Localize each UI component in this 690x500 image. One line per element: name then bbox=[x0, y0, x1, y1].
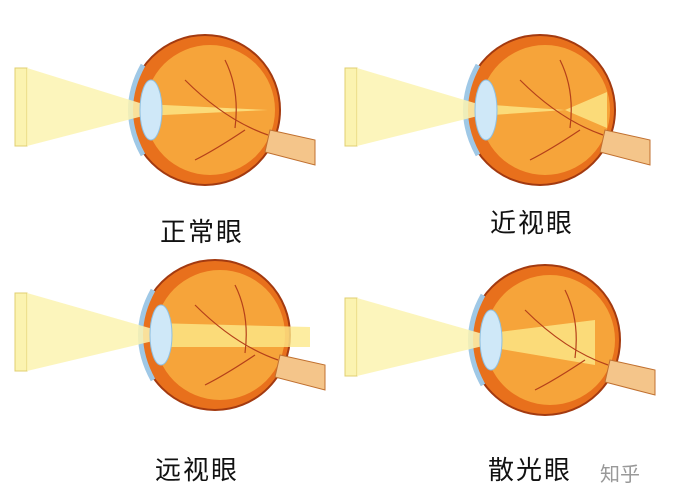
blood-vessels bbox=[194, 284, 279, 386]
light-source bbox=[14, 67, 28, 147]
light-beam bbox=[357, 68, 478, 146]
optic-nerve bbox=[599, 129, 651, 166]
light-beam bbox=[27, 293, 153, 371]
label-normal-eye: 正常眼 bbox=[160, 218, 245, 248]
label-myopia: 近视眼 bbox=[490, 209, 575, 239]
label-astigmatism: 散光眼 bbox=[488, 456, 573, 486]
blood-vessels bbox=[519, 59, 604, 161]
light-source bbox=[344, 67, 358, 147]
refracted-beam bbox=[483, 320, 595, 365]
blood-vessels bbox=[184, 59, 269, 161]
refracted-beam bbox=[478, 92, 607, 128]
light-beam bbox=[357, 298, 483, 376]
optic-nerve bbox=[264, 129, 316, 166]
refracted-beam bbox=[153, 323, 310, 347]
light-source bbox=[344, 297, 358, 377]
optic-nerve bbox=[604, 359, 656, 396]
light-beam bbox=[27, 68, 143, 146]
lens bbox=[139, 79, 163, 141]
lens bbox=[474, 79, 498, 141]
blood-vessels bbox=[524, 289, 609, 391]
optic-nerve bbox=[274, 354, 326, 391]
lens bbox=[149, 304, 173, 366]
refracted-beam bbox=[143, 104, 268, 116]
light-source bbox=[14, 292, 28, 372]
watermark: 知乎 bbox=[600, 462, 640, 486]
lens bbox=[479, 309, 503, 371]
label-hyperopia: 远视眼 bbox=[155, 456, 240, 486]
